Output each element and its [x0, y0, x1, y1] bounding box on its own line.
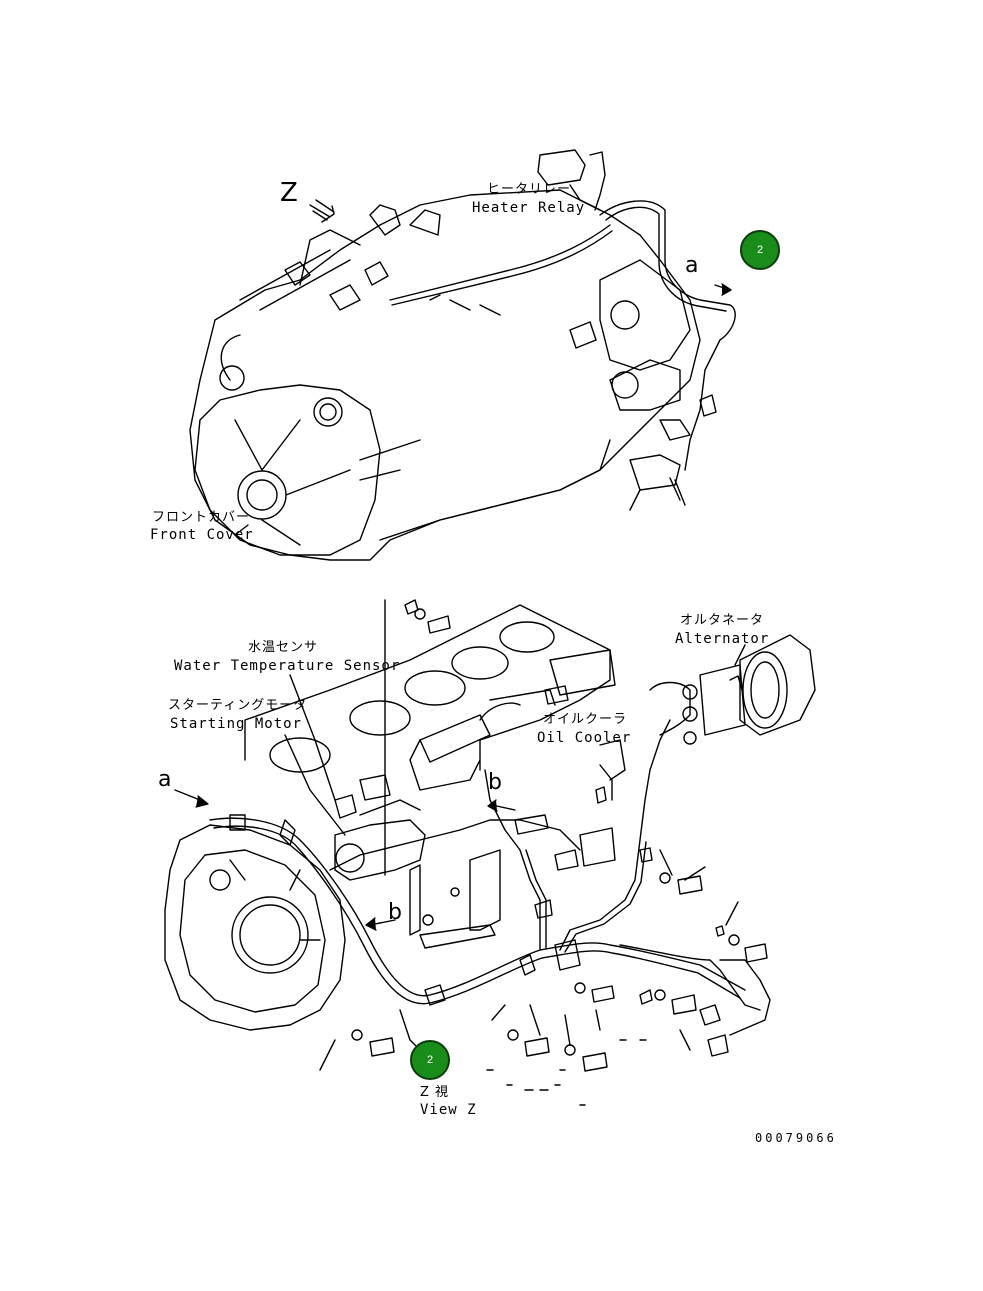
bolts: [351, 599, 768, 1072]
front-cover-label-jp: フロントカバー: [152, 510, 251, 525]
starting-motor-label-en: Starting Motor: [170, 716, 303, 732]
drawing-number: 00079066: [755, 1131, 837, 1145]
callout-2-top: 2: [740, 230, 780, 270]
callout-2-bottom: 2: [410, 1040, 450, 1080]
alternator-label-en: Alternator: [675, 631, 770, 647]
view-z-arrow: [309, 199, 335, 223]
view-z-label-en: View Z: [420, 1102, 477, 1118]
top-engine-block: [189, 149, 736, 561]
oil-cooler-label-jp: オイルクーラ: [543, 712, 628, 727]
view-letter-z: Z: [280, 178, 299, 208]
front-cover-label-en: Front Cover: [150, 527, 254, 543]
heater-relay-label-en: Heater Relay: [472, 200, 586, 216]
bottom-engine-block: [164, 599, 816, 1072]
arrow-label-b-right: b: [488, 770, 503, 795]
arrow-label-a-bottom: a: [158, 767, 173, 792]
view-z-label-jp: Z 視: [420, 1085, 450, 1100]
water-temp-label-jp: 水温センサ: [248, 640, 319, 655]
oil-cooler-label-en: Oil Cooler: [537, 730, 632, 746]
arrow-label-b-left: b: [388, 900, 403, 925]
starting-motor-label-jp: スターティングモータ: [168, 698, 308, 713]
alternator-label-jp: オルタネータ: [680, 613, 765, 628]
water-temp-label-en: Water Temperature Sensor: [174, 658, 401, 674]
leader-front-cover: [234, 524, 249, 536]
heater-relay-label-jp: ヒータリレー: [487, 182, 572, 197]
arrow-label-a-top: a: [685, 253, 700, 278]
